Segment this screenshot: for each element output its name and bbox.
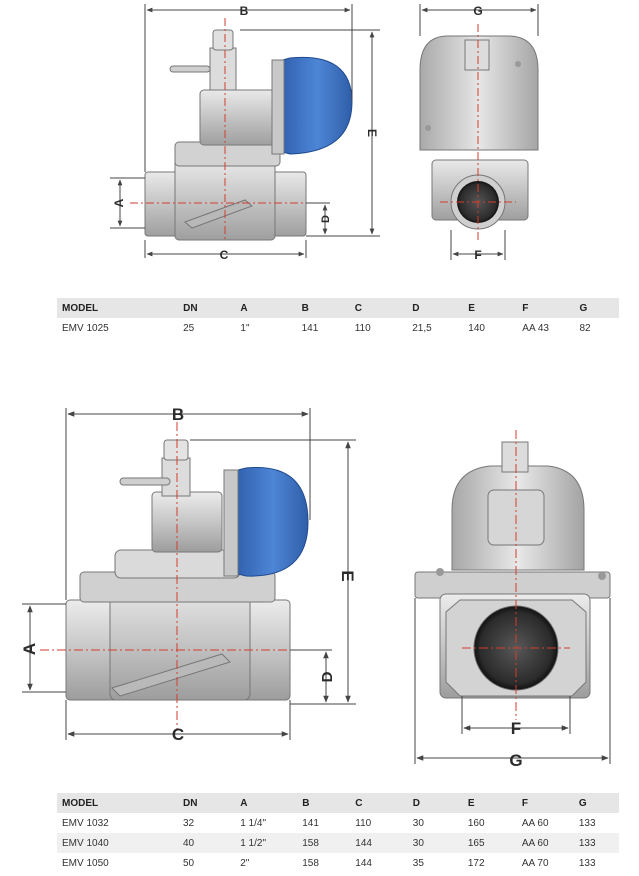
dim-label-g: G [509,751,522,770]
column-header: F [516,793,574,813]
table-cell: 110 [354,322,371,334]
table-cell: 110 [355,817,372,829]
table-cell: 30 [407,833,463,853]
front-view [414,441,611,699]
dim-label-b: B [172,405,184,424]
valve-drawing-emv1025: B C A D E G F [110,4,539,262]
table-cell: 32 [182,817,195,829]
table-cell: 25 [183,322,195,334]
table-cell: AA 70 [521,857,549,869]
dimension-table-2: MODEL DN A B C D E F G EMV 1032 32 1 1/4… [57,793,619,873]
table-cell: EMV 1050 [62,857,109,869]
table-cell: 82 [579,322,591,334]
column-header: C [350,793,408,813]
table-cell: 30 [412,817,424,829]
table-cell: 1 1/2" [235,833,298,853]
table-cell: AA 60 [516,833,574,853]
dim-label-a: A [20,643,39,655]
table-cell: 21,5 [412,322,432,334]
table-cell: 50 [182,857,195,869]
table-cell: AA 43 [522,322,549,334]
dim-label-f: F [474,248,481,262]
side-view [65,439,309,701]
table-cell: 158 [297,833,351,853]
table-cell: 40 [177,833,236,853]
table-row: EMV 1050 50 2" 158 144 35 172 AA 70 133 [57,853,619,873]
column-header: B [297,793,351,813]
table-cell: 144 [350,833,408,853]
valve-drawing-emv1032-1050: B C A D E F G [20,405,611,770]
column-header: MODEL [57,298,179,318]
table-cell: 141 [302,817,319,829]
front-view [419,35,539,230]
table-cell: 35 [412,857,424,869]
dim-label-e: E [365,129,379,137]
column-header: E [463,298,518,318]
table-cell: 141 [301,322,319,334]
dim-label-c: C [220,248,229,262]
table-cell: 133 [573,833,619,853]
table-cell: 1" [240,322,250,334]
table-header-row: MODEL DN A B C D E F G [57,298,619,318]
dim-label-b: B [240,4,249,18]
table-header-row: MODEL DN A B C D E F G [57,793,619,813]
dim-label-f: F [511,719,521,738]
column-header: E [462,793,517,813]
column-header: B [296,298,350,318]
column-header: D [407,793,463,813]
table-row: EMV 1032 32 1 1/4" 141 110 30 160 AA 60 … [57,813,619,833]
table-cell: 172 [467,857,485,869]
table-cell: 158 [302,857,319,869]
table-cell: AA 60 [521,817,549,829]
table-cell: 133 [578,857,596,869]
column-header: A [235,298,297,318]
dimension-table-1: MODEL DN A B C D E F G EMV 1025 25 1" 14… [57,298,619,338]
table-cell: 160 [467,817,485,829]
column-header: G [573,793,619,813]
dim-label-e: E [338,570,357,581]
column-header: C [349,298,408,318]
table-row: EMV 1040 40 1 1/2" 158 144 30 165 AA 60 … [57,833,619,853]
table-cell: EMV 1025 [62,322,109,334]
table-cell: EMV 1032 [62,817,109,829]
column-header: F [517,298,575,318]
table-cell: 1 1/4" [240,817,267,829]
table-cell: 133 [578,817,596,829]
column-header: DN [177,793,236,813]
table-cell: 140 [468,322,485,334]
dim-label-d: D [319,671,336,682]
column-header: DN [178,298,236,318]
table-cell: 165 [462,833,517,853]
table-row: EMV 1025 25 1" 141 110 21,5 140 AA 43 82 [57,318,619,338]
column-header: MODEL [57,793,178,813]
column-header: A [235,793,298,813]
column-header: D [407,298,464,318]
side-view [144,29,353,241]
column-header: G [574,298,619,318]
table-cell: EMV 1040 [57,833,178,853]
dim-label-d: D [320,215,332,223]
dim-label-c: C [172,725,184,744]
table-cell: 144 [355,857,372,869]
table-cell: 2" [240,857,250,869]
dim-label-a: A [112,198,126,207]
dim-label-g: G [473,4,482,18]
